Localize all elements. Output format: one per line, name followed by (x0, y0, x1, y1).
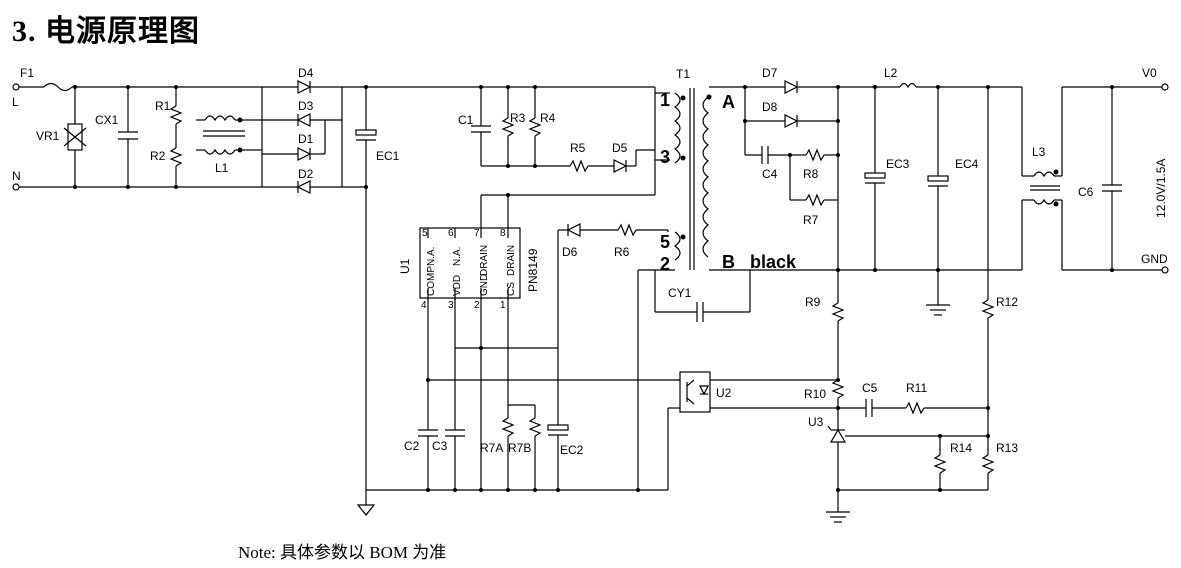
u1-pin-3-label: VDD (452, 275, 463, 296)
label-r5: R5 (570, 141, 586, 155)
drain-net (480, 87, 656, 228)
u1-pin-7-label: DRAIN (479, 245, 490, 276)
u1-pin-4-label: COMP (426, 266, 437, 296)
label-c3: C3 (432, 439, 448, 453)
label-ec3: EC3 (886, 157, 910, 171)
winding-pin-5: 5 (660, 232, 670, 252)
bom-note: Note: 具体参数以 BOM 为准 (238, 543, 447, 562)
label-ec2: EC2 (560, 443, 584, 457)
label-ec1: EC1 (376, 149, 400, 163)
label-c2: C2 (404, 439, 420, 453)
label-gnd: GND (1141, 252, 1168, 266)
u1-pin-2-label: GND (479, 274, 490, 296)
winding-a: A (722, 92, 735, 112)
u1-pin-8-num: 8 (500, 228, 506, 239)
label-u2: U2 (716, 386, 732, 400)
u1-pin-6-num: 6 (448, 228, 454, 239)
label-r7a: R7A (480, 441, 503, 455)
primary-control-network (356, 346, 680, 516)
u1-pin-2-num: 2 (474, 300, 480, 311)
label-r11: R11 (906, 381, 927, 395)
u1-pin-7-num: 7 (474, 228, 480, 239)
label-l2: L2 (884, 66, 898, 80)
secondary-rectifier (709, 80, 880, 270)
label-r6: R6 (614, 245, 630, 259)
label-l3: L3 (1032, 145, 1046, 159)
u1-pin-1-num: 1 (500, 300, 506, 311)
u1-pin-6-label: N.A. (452, 247, 463, 266)
label-d5: D5 (612, 141, 628, 155)
label-d2: D2 (298, 167, 314, 181)
label-cx1: CX1 (95, 113, 119, 127)
transformer-t1 (655, 88, 712, 270)
label-c4: C4 (762, 167, 778, 181)
label-u3: U3 (808, 415, 824, 429)
capacitor-cy1 (654, 270, 751, 322)
label-r4: R4 (540, 111, 556, 125)
varistor-vr1 (63, 85, 87, 189)
page-title: 3. 电源原理图 (12, 15, 200, 48)
u1-pin-5-num: 5 (422, 228, 428, 239)
label-r3: R3 (510, 111, 526, 125)
ic-u1 (419, 227, 521, 490)
label-r2: R2 (150, 149, 166, 163)
output-filter (709, 82, 1169, 316)
label-pn8149: PN8149 (526, 248, 540, 292)
label-r1: R1 (155, 99, 171, 113)
label-t1: T1 (676, 67, 690, 81)
label-f1: F1 (20, 66, 34, 80)
u1-pin-5-label: N.A. (426, 247, 437, 266)
winding-pin-3: 3 (660, 147, 670, 167)
label-r9: R9 (805, 295, 821, 309)
hv-rail-ec1 (342, 85, 655, 490)
label-ec4: EC4 (955, 157, 979, 171)
label-u1: U1 (398, 258, 412, 274)
input-terminals (12, 82, 262, 191)
label-rating: 12.0V/1.5A (1154, 159, 1168, 218)
capacitor-cx1 (118, 85, 138, 189)
label-l1: L1 (215, 161, 229, 175)
label-r14: R14 (950, 441, 972, 455)
label-d4: D4 (298, 66, 314, 80)
winding-pin-1: 1 (660, 90, 670, 110)
label-d6: D6 (562, 245, 578, 259)
label-cy1: CY1 (668, 286, 692, 300)
resistors-r1-r2 (169, 85, 183, 189)
bridge-rectifier (248, 80, 366, 194)
winding-black: black (750, 252, 797, 272)
label-c6: C6 (1078, 185, 1094, 199)
label-d7: D7 (762, 66, 778, 80)
label-d8: D8 (762, 100, 778, 114)
u1-pin-1-label: CS (506, 282, 517, 296)
choke-l1 (196, 115, 248, 155)
label-r10: R10 (804, 387, 826, 401)
label-v0: V0 (1142, 66, 1157, 80)
label-d3: D3 (298, 99, 314, 113)
label-r7: R7 (803, 213, 819, 227)
u1-pin-8-label: DRAIN (506, 245, 517, 276)
label-l: L (12, 95, 19, 109)
label-c1: C1 (458, 113, 474, 127)
label-r7b: R7B (508, 441, 531, 455)
snubber-network (471, 85, 655, 173)
label-r13: R13 (996, 441, 1018, 455)
label-r8: R8 (803, 167, 819, 181)
label-n: N (12, 169, 21, 183)
label-r12: R12 (996, 295, 1018, 309)
label-vr1: VR1 (36, 129, 60, 143)
u1-pin-3-num: 3 (448, 300, 454, 311)
winding-b: B (722, 252, 735, 272)
label-c5: C5 (862, 381, 878, 395)
winding-pin-2: 2 (660, 254, 670, 274)
feedback-network (679, 270, 995, 523)
label-d1: D1 (298, 132, 314, 146)
u1-pin-4-num: 4 (421, 300, 427, 311)
